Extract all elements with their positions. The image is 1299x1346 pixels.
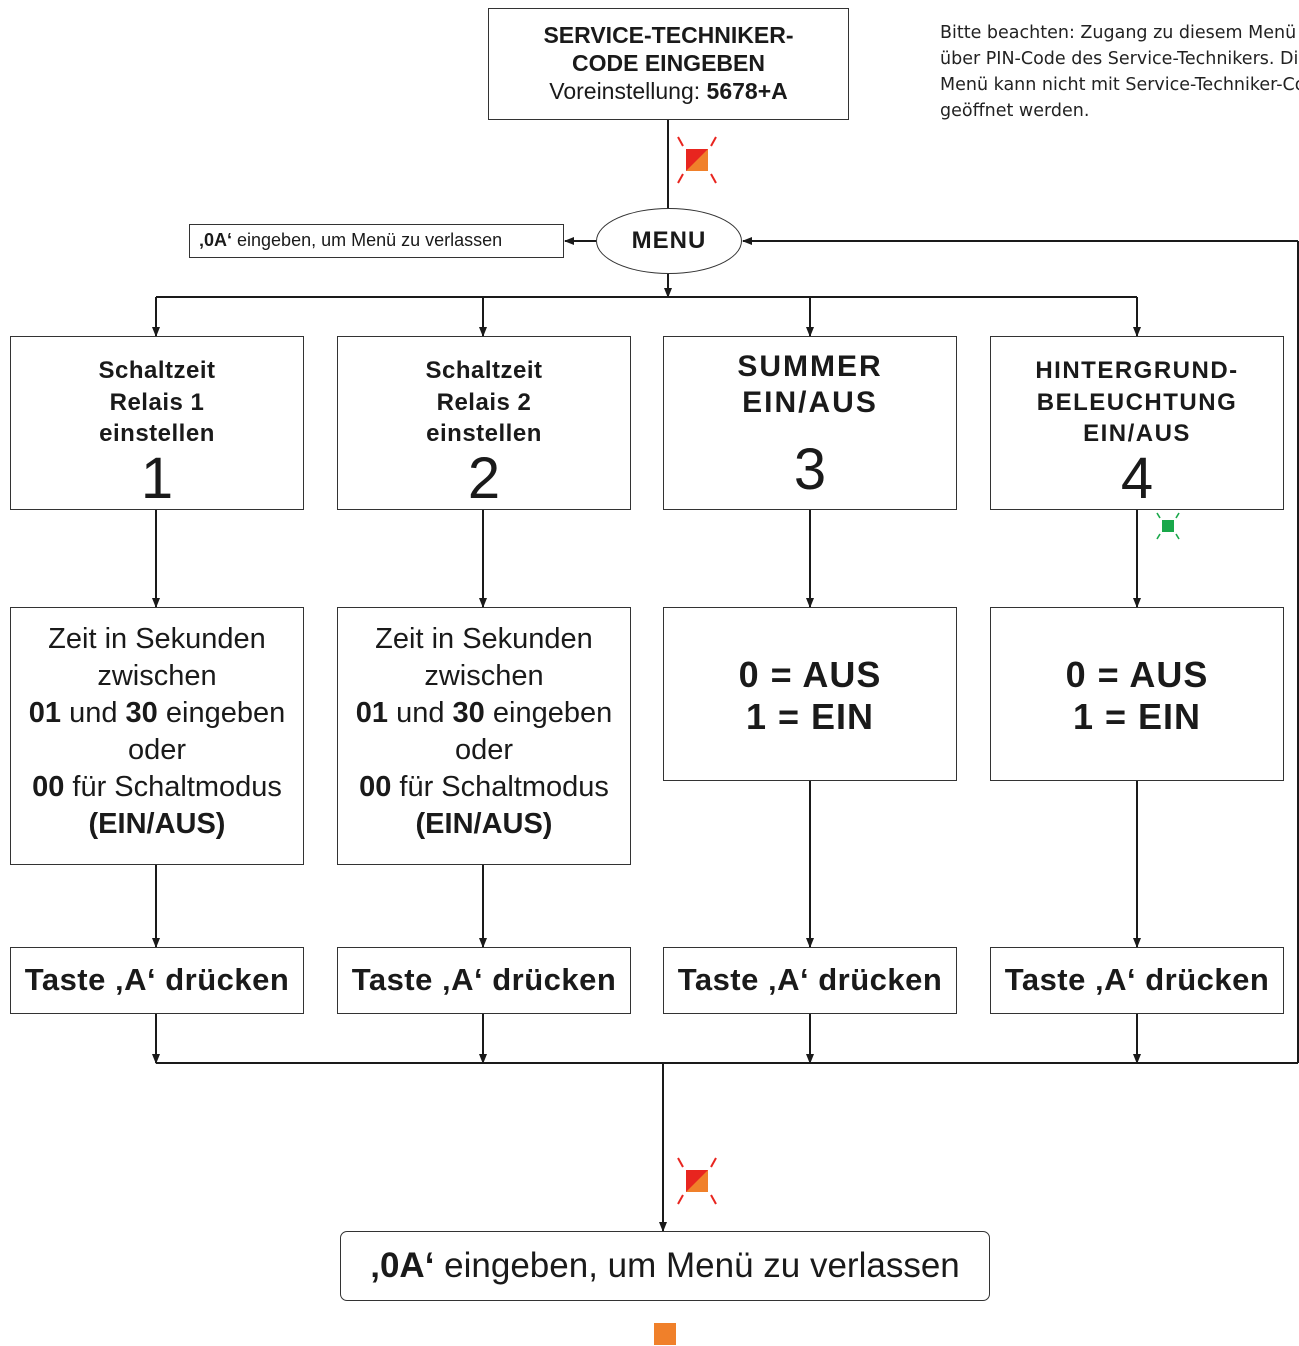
relay-1-value-box: Zeit in Sekunden zwischen 01 und 30 eing… — [10, 607, 304, 865]
option-number: 1 — [140, 445, 174, 511]
option-number: 2 — [467, 445, 501, 511]
option-title-line: einstellen — [426, 420, 542, 447]
toggle-on-line: 1 = EIN — [745, 696, 875, 737]
value-enter: eingeben — [157, 697, 286, 729]
value-line: oder — [454, 734, 514, 766]
service-code-title-line-2: CODE EINGEBEN — [572, 50, 765, 76]
option-backlight: HINTERGRUND- BELEUCHTUNG EIN/AUS 4 — [990, 336, 1284, 510]
value-range-line: 01 und 30 eingeben — [338, 695, 630, 732]
option-title: Schaltzeit Relais 2 einstellen — [338, 355, 630, 450]
value-line: Zeit in Sekunden — [48, 623, 266, 655]
access-note-line-1: Bitte beachten: Zugang zu diesem Menü nu… — [940, 23, 1299, 43]
service-code-box: SERVICE-TECHNIKER- CODE EINGEBEN Voreins… — [488, 8, 849, 120]
service-code-title-line-1: SERVICE-TECHNIKER- — [543, 22, 794, 48]
value-line: Zeit in Sekunden — [375, 623, 593, 655]
led-red-orange-icon — [677, 136, 717, 184]
press-a-box-4: Taste ‚A‘ drücken — [990, 947, 1284, 1014]
option-buzzer: SUMMER EIN/AUS 3 — [663, 336, 957, 510]
led-green-icon — [1156, 512, 1180, 540]
option-title-line: Relais 2 — [436, 388, 532, 416]
value-zero: 00 — [32, 771, 65, 803]
value-and: und — [61, 697, 126, 729]
value-mode-line: 00 für Schaltmodus — [11, 769, 303, 806]
exit-code: ‚0A‘ — [370, 1246, 435, 1285]
press-a-box-3: Taste ‚A‘ drücken — [663, 947, 957, 1014]
press-a-box-1: Taste ‚A‘ drücken — [10, 947, 304, 1014]
value-onoff: (EIN/AUS) — [88, 808, 226, 840]
value-min: 01 — [28, 697, 62, 729]
option-title-line: einstellen — [99, 420, 215, 447]
default-code-value: 5678+A — [706, 78, 788, 104]
access-note-line-2: über PIN-Code des Service-Technikers. Di… — [940, 49, 1299, 69]
value-max: 30 — [452, 697, 485, 729]
access-note: Bitte beachten: Zugang zu diesem Menü nu… — [940, 20, 1299, 125]
default-code-line: Voreinstellung: 5678+A — [489, 77, 848, 105]
value-enter: eingeben — [484, 697, 613, 729]
exit-hint-large: ‚0A‘ eingeben, um Menü zu verlassen — [340, 1231, 990, 1301]
led-red-orange-icon — [677, 1157, 717, 1205]
led-orange-icon — [654, 1323, 676, 1345]
option-number: 4 — [1120, 445, 1154, 511]
value-line: zwischen — [97, 660, 217, 692]
value-onoff: (EIN/AUS) — [415, 808, 553, 840]
option-title-line: Relais 1 — [109, 388, 205, 416]
backlight-value-box: 0 = AUS 1 = EIN — [990, 607, 1284, 781]
buzzer-value-box: 0 = AUS 1 = EIN — [663, 607, 957, 781]
menu-node: MENU — [596, 208, 742, 274]
option-title-line: EIN/AUS — [1083, 420, 1191, 447]
option-title: HINTERGRUND- BELEUCHTUNG EIN/AUS — [991, 355, 1283, 450]
value-range-line: 01 und 30 eingeben — [11, 695, 303, 732]
relay-2-value-box: Zeit in Sekunden zwischen 01 und 30 eing… — [337, 607, 631, 865]
exit-hint-small: ‚0A‘ eingeben, um Menü zu verlassen — [189, 224, 564, 258]
value-mode: für Schaltmodus — [64, 771, 282, 803]
option-title-line: BELEUCHTUNG — [1036, 388, 1238, 416]
option-title-line: EIN/AUS — [742, 386, 878, 419]
value-line: zwischen — [424, 660, 544, 692]
default-code-label: Voreinstellung: — [549, 78, 701, 104]
option-title-line: Schaltzeit — [98, 357, 216, 384]
option-title-line: HINTERGRUND- — [1035, 357, 1239, 384]
value-mode: für Schaltmodus — [391, 771, 609, 803]
access-note-line-4: geöffnet werden. — [940, 101, 1090, 121]
toggle-off-line: 0 = AUS — [738, 654, 882, 695]
value-and: und — [388, 697, 453, 729]
value-zero: 00 — [359, 771, 392, 803]
option-relay-1: Schaltzeit Relais 1 einstellen 1 — [10, 336, 304, 510]
value-line: oder — [127, 734, 187, 766]
value-mode-line: 00 für Schaltmodus — [338, 769, 630, 806]
option-title: Schaltzeit Relais 1 einstellen — [11, 355, 303, 450]
toggle-off-line: 0 = AUS — [1065, 654, 1209, 695]
option-title-line: SUMMER — [737, 350, 883, 383]
exit-text: eingeben, um Menü zu verlassen — [434, 1246, 960, 1285]
value-max: 30 — [125, 697, 158, 729]
toggle-on-line: 1 = EIN — [1072, 696, 1202, 737]
option-title: SUMMER EIN/AUS — [664, 349, 956, 421]
exit-code: ‚0A‘ — [199, 230, 233, 250]
option-relay-2: Schaltzeit Relais 2 einstellen 2 — [337, 336, 631, 510]
option-number: 3 — [793, 437, 827, 502]
option-title-line: Schaltzeit — [425, 357, 543, 384]
access-note-line-3: Menü kann nicht mit Service-Techniker-Co… — [940, 75, 1299, 95]
press-a-box-2: Taste ‚A‘ drücken — [337, 947, 631, 1014]
exit-text: eingeben, um Menü zu verlassen — [232, 230, 503, 250]
value-min: 01 — [355, 697, 389, 729]
